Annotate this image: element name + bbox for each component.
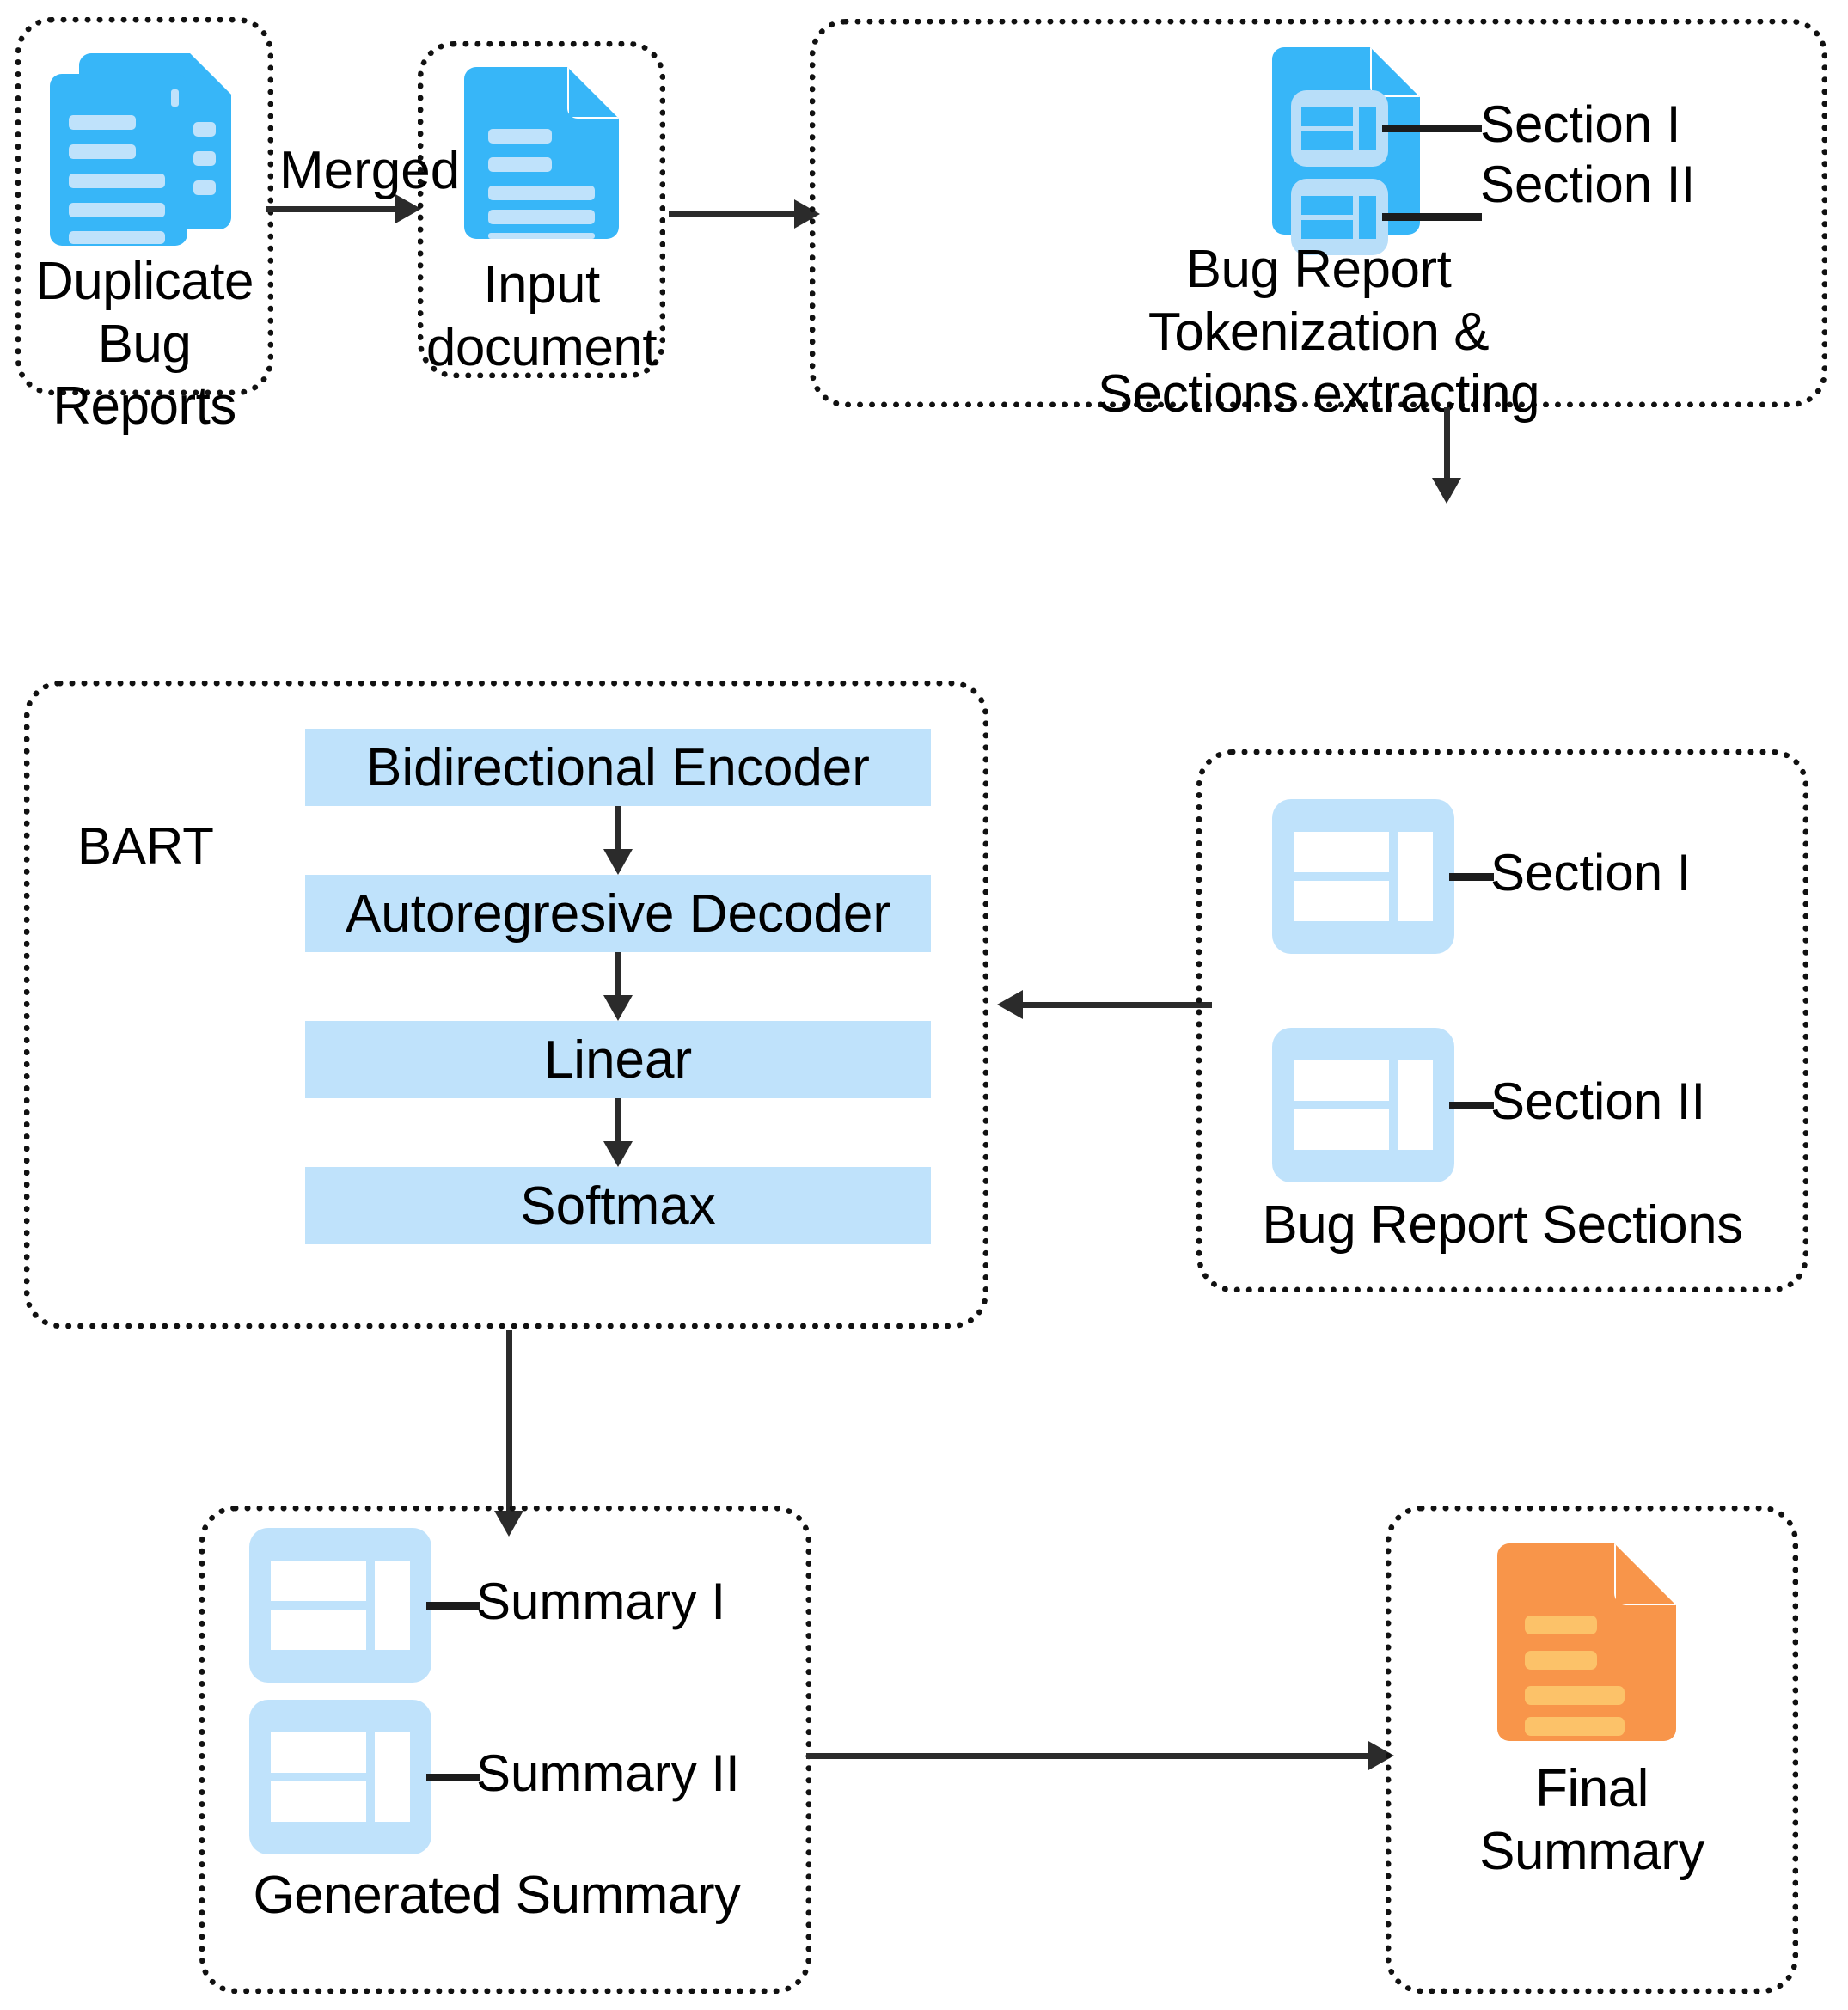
document-icon [464,67,619,239]
edge-sections-to-bart-line [1023,1002,1212,1008]
node-caption-final-summary: Final Summary [1479,1759,1704,1881]
node-tokenization[interactable] [810,19,1827,407]
summary-tile-1-icon [249,1528,431,1683]
tile-row-bottom [271,1781,366,1823]
tile-col-right [375,1732,410,1823]
bart-flow-1-arrowhead [603,849,633,875]
section-tile-2-icon [1291,179,1388,255]
stacked-documents-icon [50,50,243,247]
edge-to-sections-arrowhead [1432,478,1461,504]
node-caption-duplicate-bug-reports: Duplicate Bug Reports [35,252,254,437]
tile-row-top [1294,1060,1389,1101]
bart-label: BART [77,817,214,875]
tile-row-top [1294,831,1389,872]
edge-merged-arrowhead [395,194,421,223]
bart-layer-bidirectional-encoder[interactable]: Bidirectional Encoder [305,729,931,806]
edge-merged-line [266,206,397,212]
node-generated-summary[interactable] [199,1506,811,1994]
summary-tile-2-icon [249,1700,431,1854]
tile-row-bottom [1294,1109,1389,1151]
edge-generated-to-final-line [806,1753,1374,1759]
bart-flow-1-line [615,806,621,859]
summary-label-1: Summary I [476,1573,726,1630]
edge-to-tokenization-arrowhead [794,199,820,229]
bug-section-label-1: Section I [1490,844,1692,901]
tile-col-right [1359,195,1377,240]
node-caption-input-document: Input document [425,255,658,377]
bug-section-label-2: Section II [1490,1072,1706,1130]
bug-section-1-connector [1449,873,1494,881]
bart-flow-3-line [615,1098,621,1152]
node-input-document[interactable] [418,41,665,378]
section-tile-1-icon [1291,90,1388,167]
node-caption-bug-report-sections: Bug Report Sections [1262,1195,1743,1255]
section-label-2: Section II [1480,156,1696,213]
node-bart[interactable] [24,681,988,1329]
tile-row-top [1301,195,1354,215]
bart-layer-autoregresive-decoder[interactable]: Autoregresive Decoder [305,875,931,952]
tile-row-top [1301,107,1354,126]
node-bug-report-sections[interactable] [1196,749,1808,1292]
bart-flow-2-arrowhead [603,995,633,1021]
tile-col-right [1359,107,1377,151]
tile-row-top [271,1732,366,1773]
bart-flow-2-line [615,952,621,1005]
bug-section-2-connector [1449,1102,1494,1109]
tile-row-bottom [1301,131,1354,151]
tile-col-right [1398,1060,1433,1151]
section-1-connector [1382,125,1482,132]
edge-bart-to-generated-line [506,1330,512,1526]
bart-flow-3-arrowhead [603,1141,633,1167]
node-caption-generated-summary: Generated Summary [253,1866,741,1925]
summary-1-connector [426,1602,480,1610]
document-icon-orange [1497,1543,1676,1741]
summary-2-connector [426,1774,480,1781]
bart-layer-softmax[interactable]: Softmax [305,1167,931,1244]
tile-row-bottom [1294,881,1389,922]
edge-sections-to-bart-arrowhead [997,990,1023,1019]
bug-section-tile-1-icon [1272,799,1454,954]
edge-to-tokenization-line [669,211,796,217]
section-2-connector [1382,213,1482,221]
node-caption-tokenization: Bug Report Tokenization & Sections extra… [1097,240,1540,425]
summary-label-2: Summary II [476,1744,740,1802]
edge-to-sections-line [1444,407,1450,492]
tile-col-right [1398,831,1433,922]
bart-layer-linear[interactable]: Linear [305,1021,931,1098]
tile-row-bottom [271,1610,366,1651]
tile-col-right [375,1560,410,1651]
section-label-1: Section I [1480,95,1681,153]
node-final-summary[interactable] [1386,1506,1798,1994]
edge-label-merged: Merged [279,141,461,200]
edge-bart-to-generated-arrowhead [494,1511,523,1537]
bug-section-tile-2-icon [1272,1028,1454,1182]
tile-row-top [271,1560,366,1601]
tile-row-bottom [1301,220,1354,240]
